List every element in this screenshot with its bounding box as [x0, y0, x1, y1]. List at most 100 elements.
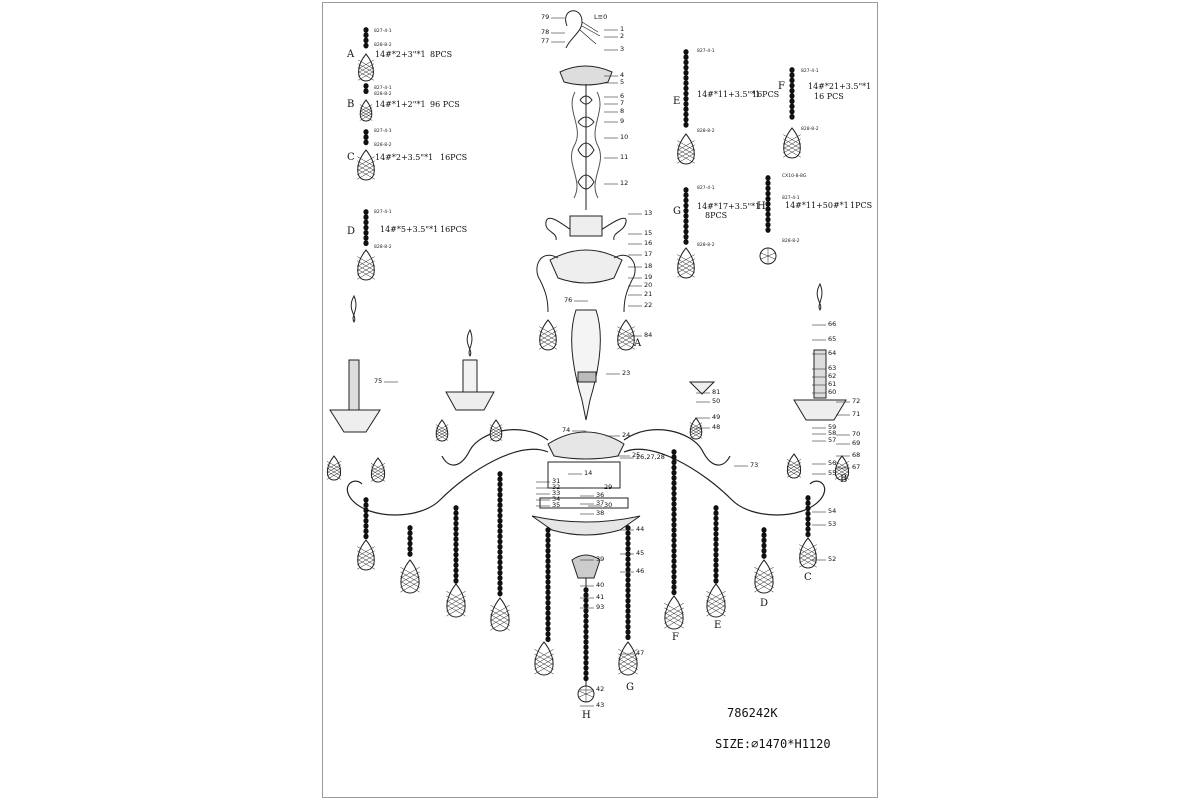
chain-d-right	[761, 527, 767, 559]
drop-g-right	[618, 641, 638, 676]
legend-drop-b	[359, 99, 373, 122]
legend-code-b-top: 827-4-1	[374, 86, 392, 91]
legend-code-b-mid: 828-8-2	[374, 92, 392, 97]
part-number-67: 67	[852, 463, 861, 471]
legend-letter-f: F	[778, 81, 785, 92]
part-number-25: 25	[632, 451, 641, 459]
legend-code-a-top: 827-4-1	[374, 29, 392, 34]
part-number-10: 10	[620, 133, 629, 141]
body-bowl	[547, 431, 625, 460]
legend-code-g-mid: 828-8-2	[697, 243, 715, 248]
legend-spec-b: 14#*1+2"*1	[375, 100, 426, 109]
drop-letter-c: C	[804, 572, 812, 583]
part-number-52: 52	[828, 555, 837, 563]
drop-a-right	[617, 319, 635, 351]
part-number-69: 69	[852, 439, 861, 447]
legend-code-f-mid: 828-8-2	[801, 127, 819, 132]
legend-drop-d	[357, 249, 375, 281]
candle-right-tube	[813, 349, 827, 399]
arm-left-1	[441, 429, 549, 466]
part-number-7: 7	[620, 99, 625, 107]
drop-a-left	[539, 319, 557, 351]
part-number-75: 75	[374, 377, 383, 385]
collar	[569, 215, 603, 237]
small-bobeche	[688, 381, 716, 395]
legend-code-g-top: 827-4-1	[697, 186, 715, 191]
legend-spec-f: 14#*21+3.5"*1	[808, 82, 872, 91]
legend-chain-b	[363, 83, 369, 95]
arm-left-2	[346, 448, 549, 516]
lower-finial	[571, 554, 601, 579]
drawing-sheet	[322, 2, 878, 798]
part-number-93: 93	[596, 603, 605, 611]
chain-g-left	[545, 527, 551, 643]
part-number-53: 53	[828, 520, 837, 528]
part-number-29: 29	[604, 483, 613, 491]
part-number-11: 11	[620, 153, 629, 161]
part-number-81: 81	[712, 388, 721, 396]
part-number-54: 54	[828, 507, 837, 515]
drop-letter-b: B	[840, 474, 848, 485]
part-number-1: 1	[620, 25, 625, 33]
baluster	[571, 309, 601, 421]
chain-c-left	[363, 497, 369, 540]
part-number-20: 20	[644, 281, 653, 289]
candle-left2-tube	[462, 359, 478, 393]
canopy	[559, 65, 613, 86]
drop-letter-a: A	[634, 338, 642, 349]
part-number-39: 39	[596, 555, 605, 563]
drop-letter-g: G	[626, 682, 634, 693]
legend-letter-e: E	[673, 96, 681, 107]
drop-b-left-3	[435, 419, 449, 442]
legend-drop-c	[357, 149, 375, 181]
part-number-70: 70	[852, 430, 861, 438]
part-number-22: 22	[644, 301, 653, 309]
legend-letter-d: D	[347, 226, 356, 237]
legend-chain-h	[765, 175, 771, 233]
legend-qty-h: 1PCS	[850, 201, 873, 210]
part-number-2: 2	[620, 32, 625, 40]
part-number-42: 42	[596, 685, 605, 693]
part-number-50: 50	[712, 397, 721, 405]
part-number-19: 19	[644, 273, 653, 281]
part-number-8: 8	[620, 107, 625, 115]
part-number-62: 62	[828, 372, 837, 380]
legend-letter-b: B	[347, 99, 355, 110]
stem-wave-left	[571, 91, 578, 199]
legend-letter-h: H	[757, 201, 766, 212]
legend-code-c-top: 827-4-1	[374, 129, 392, 134]
legend-code-h-top: 827-4-1	[782, 196, 800, 201]
drop-b-left-4	[489, 419, 503, 442]
legend-spec-g: 14#*17+3.5"*1	[697, 202, 761, 211]
part-number-78: 78	[541, 28, 550, 36]
part-number-32: 32	[552, 483, 561, 491]
lower-bowl	[531, 515, 641, 536]
part-number-63: 63	[828, 364, 837, 372]
part-number-72: 72	[852, 397, 861, 405]
part-number-59: 59	[828, 423, 837, 431]
part-number-44: 44	[636, 525, 645, 533]
part-number-66: 66	[828, 320, 837, 328]
part-number-57: 57	[828, 436, 837, 444]
part-number-48: 48	[712, 423, 721, 431]
part-number-45: 45	[636, 549, 645, 557]
legend-qty-c: 16PCS	[440, 153, 468, 162]
leaf-left	[536, 255, 559, 313]
part-number-15: 15	[644, 229, 653, 237]
junction-box	[547, 461, 621, 489]
legend-code-d-mid: 828-8-2	[374, 245, 392, 250]
part-number-47: 47	[636, 649, 645, 657]
legend-code-c-mid: 828-8-2	[374, 143, 392, 148]
drop-c-right	[799, 537, 817, 569]
legend-code-h-mid: 828-8-2	[782, 239, 800, 244]
drop-e-left	[446, 583, 466, 618]
part-number-65: 65	[828, 335, 837, 343]
part-number-21: 21	[644, 290, 653, 298]
part-number-4: 4	[620, 71, 625, 79]
part-number-24: 24	[622, 431, 631, 439]
model-number: 786242K	[727, 706, 778, 720]
upper-cup	[549, 249, 623, 284]
part-number-34: 34	[552, 495, 561, 503]
top-small-label: L≡0	[594, 13, 608, 21]
